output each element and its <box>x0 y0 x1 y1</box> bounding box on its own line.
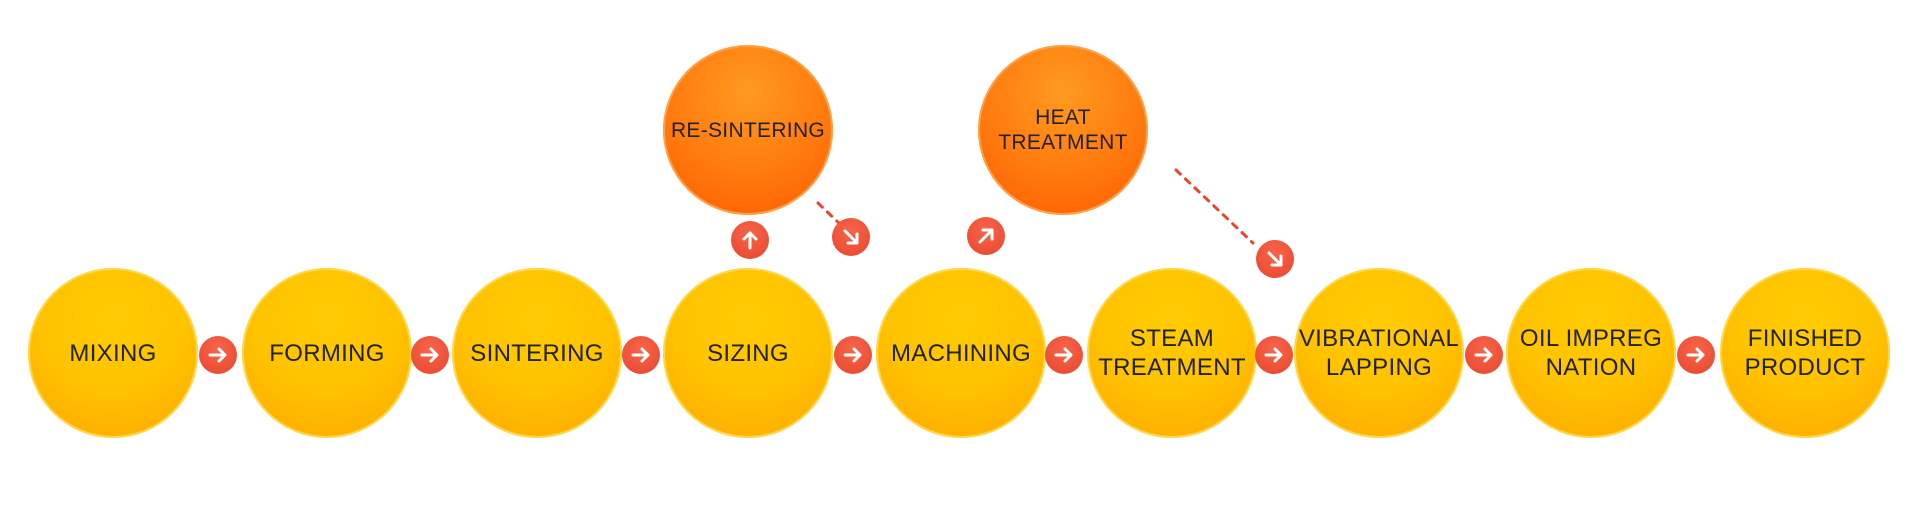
arrow-right-icon <box>411 336 449 374</box>
arrow-right-icon <box>1045 336 1083 374</box>
arrow-right-icon <box>1255 336 1293 374</box>
arrow-right-icon <box>1465 336 1503 374</box>
arrow-right-icon <box>622 336 660 374</box>
step-re-sintering: RE-SINTERING <box>663 45 833 215</box>
step-vibrational-lapping: VIBRATIONAL LAPPING <box>1294 268 1464 438</box>
arrow-down-right-icon <box>832 218 870 256</box>
arrow-down-right-icon <box>1256 240 1294 278</box>
step-machining: MACHINING <box>876 268 1046 438</box>
step-sintering: SINTERING <box>452 268 622 438</box>
step-finished-product: FINISHED PRODUCT <box>1720 268 1890 438</box>
step-mixing: MIXING <box>28 268 198 438</box>
arrow-up-icon <box>731 221 769 259</box>
dotted-connector-heat-treatment <box>1174 168 1255 245</box>
arrow-right-icon <box>199 336 237 374</box>
arrow-right-icon <box>1677 336 1715 374</box>
step-heat-treatment: HEAT TREATMENT <box>978 45 1148 215</box>
arrow-right-icon <box>834 336 872 374</box>
step-sizing: SIZING <box>663 268 833 438</box>
step-forming: FORMING <box>242 268 412 438</box>
step-steam-treatment: STEAM TREATMENT <box>1087 268 1257 438</box>
step-oil-impregnation: OIL IMPREG NATION <box>1506 268 1676 438</box>
arrow-up-right-icon <box>967 217 1005 255</box>
